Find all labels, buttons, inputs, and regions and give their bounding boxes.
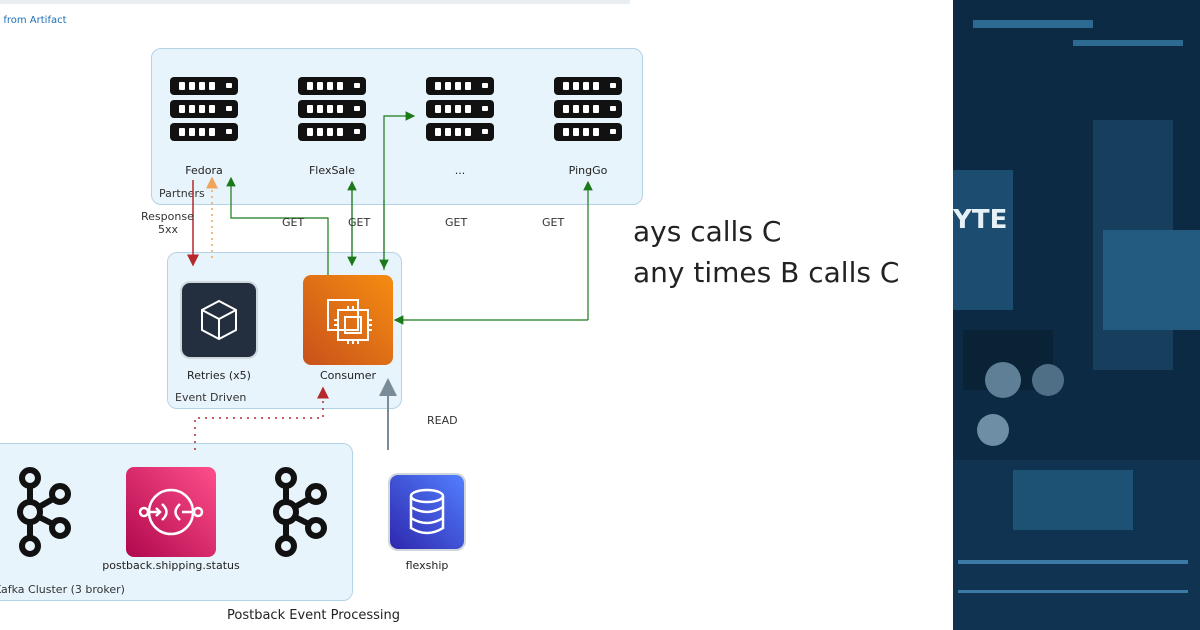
photo-brand-text: YTE [953,205,1008,235]
kafka-icon [10,466,72,562]
edge-label-get-2: GET [348,216,371,229]
kafka-icon [266,466,328,562]
edge-get-fedora [226,176,329,275]
server-rack-icon [170,77,238,141]
flexsale-label: FlexSale [308,164,355,177]
diagram-title: Postback Event Processing [227,608,401,623]
circuit-board-photo: YTE [953,0,1200,630]
cube-icon [182,283,256,357]
slide-text-line-1: ays calls C [633,215,782,248]
postback-topic-label: postback.shipping.status [102,559,240,572]
edge-label-get-1: GET [282,216,305,229]
ellipsis-partner-label: ... [454,164,466,177]
edge-label-get-4: GET [542,216,565,229]
circuit-board-image [953,0,1200,630]
consumer-label: Consumer [319,369,377,382]
diagram-edges [187,111,593,450]
server-rack-icon [426,77,494,141]
ec2-chip-icon [303,275,393,365]
edge-label-5xx: 5xx [158,223,179,236]
fedora-label: Fedora [185,164,223,177]
event-driven-cluster-label: Event Driven [175,391,247,404]
edge-kafka-to-consumer [194,386,329,450]
pinggo-label: PingGo [568,164,608,177]
sns-topic-icon [126,467,216,557]
edge-label-read: READ [427,414,458,427]
view-from-artifact-link[interactable]: w from Artifact [0,15,67,26]
flexship-label: flexship [405,559,449,572]
retries-label: Retries (x5) [187,369,251,382]
edge-label-get-3: GET [445,216,468,229]
server-rack-icon [298,77,366,141]
kafka-cluster-label: Kafka Cluster (3 broker) [0,583,125,596]
database-icon [390,475,464,549]
edge-label-response: Response [141,210,194,223]
server-rack-icon [554,77,622,141]
top-bar [0,0,630,4]
edge-get-ellipsis [383,111,416,270]
slide-text-line-2: any times B calls C [633,256,900,289]
